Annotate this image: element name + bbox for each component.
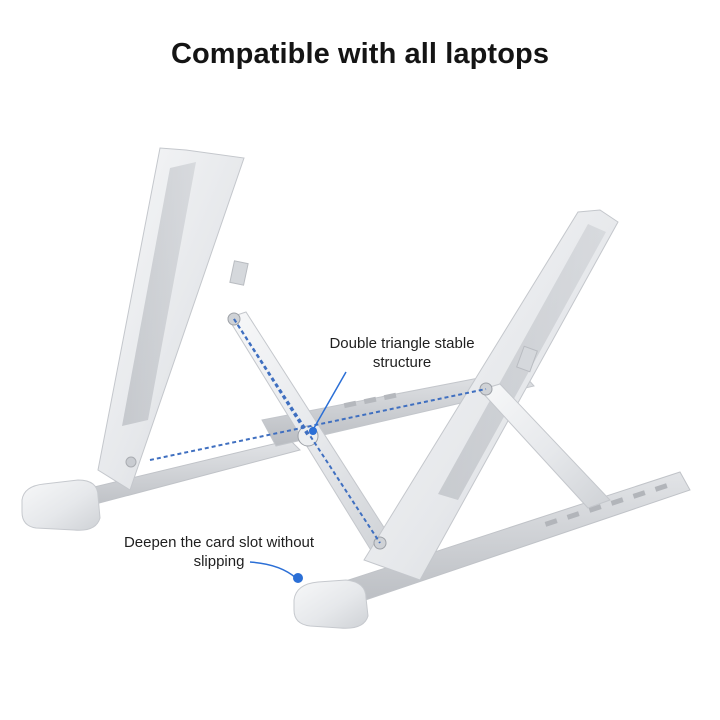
vent-slots-right <box>544 483 668 527</box>
structure-callout-line1: Double triangle stable <box>329 335 475 352</box>
structure-callout-marker <box>309 427 317 435</box>
triangle-structure-lines <box>149 318 487 544</box>
card-slot-callout-line2: slipping <box>193 553 245 570</box>
headline: Compatible with all laptops <box>170 38 550 70</box>
structure-callout: Double triangle stable structure <box>312 334 492 372</box>
card-slot-callout-leader <box>249 561 297 579</box>
card-slot-callout-line1: Deepen the card slot without <box>123 534 315 551</box>
card-slot-callout-marker <box>293 573 303 583</box>
right-support-leg <box>479 383 611 509</box>
structure-callout-leader <box>313 371 347 429</box>
structure-callout-line2: structure <box>372 354 432 371</box>
left-upright-arm <box>97 147 249 491</box>
left-base-bar <box>21 439 301 531</box>
card-slot-callout: Deepen the card slot without slipping <box>108 533 330 571</box>
